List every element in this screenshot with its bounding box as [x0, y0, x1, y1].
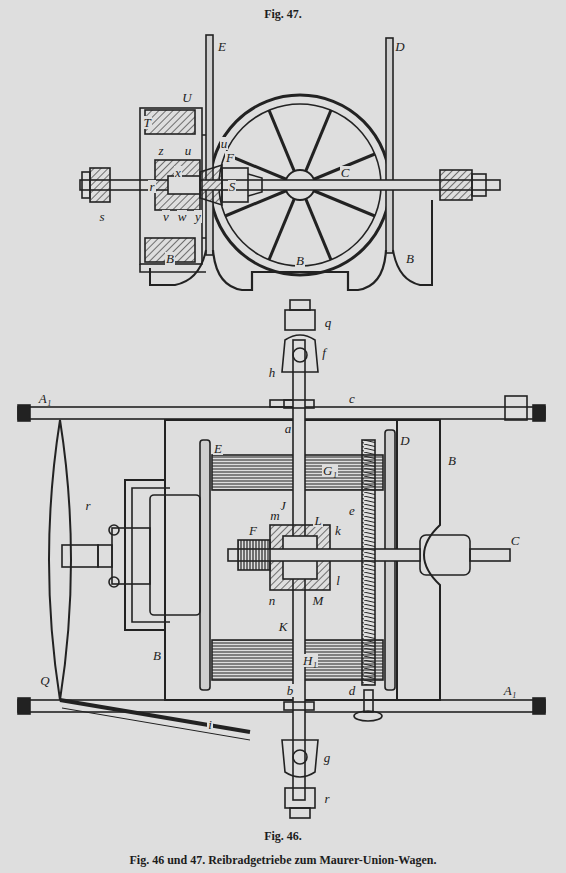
part-letter: q	[324, 316, 333, 329]
part-letter: C	[510, 534, 521, 547]
part-letter: s	[98, 210, 105, 223]
part-letter: C	[340, 166, 351, 179]
figure-number: Fig. 46.	[263, 830, 303, 842]
part-letter: v	[162, 210, 170, 223]
part-letter: h	[268, 366, 277, 379]
part-letter: U	[181, 91, 192, 104]
wheel-spoke	[314, 191, 375, 216]
part-letter: z	[157, 144, 164, 157]
part-letter: m	[269, 509, 280, 522]
part-letter: b	[286, 684, 295, 697]
wheel-spoke	[306, 199, 331, 260]
part-letter: B	[447, 454, 457, 467]
part-letter: M	[312, 594, 325, 607]
part-letter: l	[335, 574, 341, 587]
figure-number: Fig. 47.	[263, 8, 303, 20]
part-letter: i	[207, 718, 213, 731]
part-letter: f	[321, 346, 327, 359]
part-letter: e	[348, 504, 356, 517]
part-letter: x	[174, 166, 182, 179]
part-letter: r	[323, 792, 330, 805]
part-letter: w	[177, 210, 188, 223]
part-letter: A₁	[38, 392, 52, 405]
part-letter: Q	[39, 674, 50, 687]
part-letter: F	[225, 151, 235, 164]
wheel-spoke	[314, 154, 375, 179]
part-letter: G₁	[322, 464, 338, 477]
wheel-spoke	[306, 110, 331, 171]
wheel-spoke	[269, 110, 294, 171]
part-letter: k	[334, 524, 342, 537]
part-letter: S	[228, 180, 237, 193]
part-letter: u	[184, 144, 193, 157]
part-letter: c	[348, 392, 356, 405]
part-letter: A₁	[503, 684, 517, 697]
part-letter: r	[84, 499, 91, 512]
figure-caption: Fig. 46 und 47. Reibradgetriebe zum Maur…	[0, 853, 566, 868]
part-letter: n	[268, 594, 277, 607]
part-letter: T	[142, 116, 151, 129]
part-letter: B	[295, 254, 305, 267]
part-letter: g	[323, 751, 332, 764]
part-letter: L	[313, 514, 322, 527]
part-letter: B	[165, 252, 175, 265]
part-letter: r	[148, 180, 155, 193]
part-letter: D	[394, 40, 405, 53]
part-letter: E	[217, 40, 227, 53]
part-letter: K	[278, 620, 289, 633]
part-letter: F	[248, 524, 258, 537]
part-letter: a	[284, 422, 293, 435]
part-letter: E	[213, 442, 223, 455]
part-letter: B	[152, 649, 162, 662]
part-letter: H₁	[302, 654, 318, 667]
part-letter: y	[194, 210, 202, 223]
wheel-spoke	[269, 199, 294, 260]
part-letter: d	[348, 684, 357, 697]
part-letter: u	[220, 137, 229, 150]
part-letter: D	[399, 434, 410, 447]
part-letter: B	[405, 252, 415, 265]
